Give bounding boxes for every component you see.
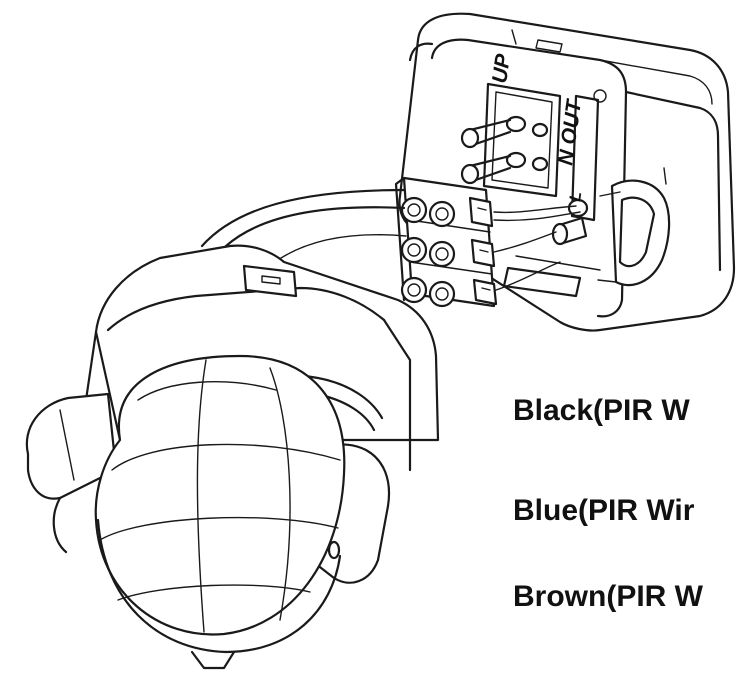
wire-label-black: Black(PIR W [513, 394, 690, 427]
sensor-back-arches [200, 188, 407, 265]
wire-label-blue: Blue(PIR Wir [513, 494, 695, 527]
wire-label-brown: Brown(PIR W [513, 580, 704, 613]
pir-sensor-head [25, 244, 440, 670]
terminal-connector-strip [394, 176, 581, 308]
wire-labels: Black(PIR W Blue(PIR Wir Brown(PIR W [513, 394, 704, 613]
l-mark: L [567, 191, 585, 203]
up-mark: UP [488, 52, 515, 85]
